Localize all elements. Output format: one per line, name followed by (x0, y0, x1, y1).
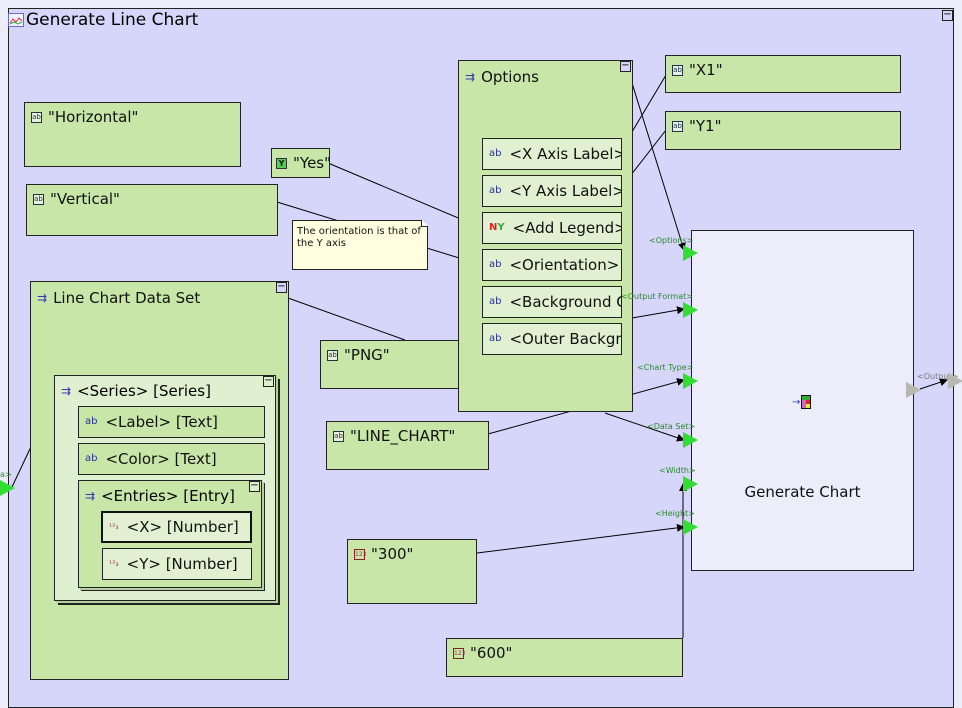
port-options[interactable] (683, 245, 698, 261)
note-text: The orientation is that of the Y axis (297, 226, 421, 249)
options-collapse-button[interactable]: − (620, 60, 631, 72)
constant-text-icon: ab (33, 193, 44, 205)
option-x-axis-label[interactable]: ab<X Axis Label> [ (482, 138, 622, 170)
port-output-format[interactable] (683, 302, 698, 318)
option-outer-background[interactable]: ab<Outer Backgrou (482, 323, 622, 355)
list-icon: ⇉ (37, 291, 48, 305)
series-title: <Series> [Series] (77, 382, 211, 400)
number-type-icon: ¹²₃ (109, 522, 119, 531)
constant-value: "LINE_CHART" (350, 427, 456, 445)
generate-chart-node[interactable]: → Generate Chart (691, 230, 914, 571)
list-icon: ⇉ (465, 70, 476, 84)
port-label-output: <Output> (917, 372, 959, 381)
constant-600[interactable]: 123 "600" (446, 638, 683, 677)
constant-y1[interactable]: ab "Y1" (665, 111, 901, 150)
text-type-icon: ab (85, 453, 98, 464)
constant-x1[interactable]: ab "X1" (665, 55, 901, 93)
constant-horizontal[interactable]: ab "Horizontal" (24, 102, 241, 167)
text-type-icon: ab (85, 416, 98, 427)
list-icon: ⇉ (61, 384, 72, 398)
port-width[interactable] (683, 476, 698, 492)
text-type-icon: ab (489, 259, 502, 270)
constant-vertical[interactable]: ab "Vertical" (26, 184, 278, 236)
text-type-icon: ab (489, 185, 502, 196)
chart-action-icon: → (792, 395, 812, 409)
port-output-target[interactable] (948, 373, 962, 389)
diagram-title: Generate Line Chart (8, 10, 198, 30)
constant-text-icon: ab (327, 349, 338, 361)
constant-value: "Yes" (293, 154, 332, 172)
line-chart-icon (8, 13, 24, 27)
constant-value: "PNG" (344, 346, 390, 364)
constant-text-icon: ab (31, 111, 42, 123)
text-type-icon: ab (489, 296, 502, 307)
option-orientation[interactable]: ab<Orientation> [Te (482, 249, 622, 281)
series-color-field[interactable]: ab<Color> [Text] (78, 443, 265, 475)
constant-value: "Y1" (689, 117, 722, 135)
number-type-icon: ¹²₃ (109, 559, 119, 568)
constant-300[interactable]: 123 "300" (347, 539, 477, 604)
entries-title: <Entries> [Entry] (101, 487, 235, 505)
number-icon: 123 (453, 647, 466, 659)
port-label-data-set: <Data Set> (647, 422, 696, 431)
number-icon: 123 (354, 548, 367, 560)
port-output-source[interactable] (906, 382, 921, 398)
port-label-width: <Width> (659, 466, 696, 475)
text-type-icon: ab (489, 333, 502, 344)
boolean-type-icon: NY (489, 222, 505, 233)
boolean-icon: Y (276, 157, 287, 169)
dataset-title: Line Chart Data Set (53, 289, 201, 307)
constant-text-icon: ab (672, 64, 683, 76)
entry-x-field[interactable]: ¹²₃<X> [Number] (101, 511, 252, 543)
port-chart-type[interactable] (683, 373, 698, 389)
generate-chart-label: Generate Chart (744, 483, 861, 501)
port-label-height: <Height> (655, 509, 695, 518)
entries-collapse-button[interactable]: − (249, 480, 260, 492)
port-label-options: <Options> (649, 236, 694, 245)
port-label-output-format: <Output Format> (621, 292, 693, 301)
constant-value: "Vertical" (50, 190, 120, 208)
port-data-set[interactable] (683, 432, 698, 448)
option-y-axis-label[interactable]: ab<Y Axis Label> [ (482, 175, 622, 207)
option-background-color[interactable]: ab<Background Co (482, 286, 622, 318)
dataset-collapse-button[interactable]: − (276, 281, 287, 293)
diagram-title-text: Generate Line Chart (26, 10, 199, 30)
constant-yes[interactable]: Y "Yes" (271, 148, 332, 178)
constant-value: "300" (371, 545, 414, 563)
port-label-input: a> (0, 470, 12, 479)
constant-value: "600" (470, 644, 513, 662)
constant-text-icon: ab (333, 430, 344, 442)
port-label-chart-type: <Chart Type> (637, 363, 694, 372)
text-type-icon: ab (489, 148, 502, 159)
entry-y-field[interactable]: ¹²₃<Y> [Number] (102, 548, 252, 580)
series-collapse-button[interactable]: − (263, 375, 274, 387)
constant-value: "X1" (689, 61, 723, 79)
constant-png[interactable]: ab "PNG" (320, 340, 470, 389)
canvas-collapse-button[interactable]: − (942, 9, 953, 21)
list-icon: ⇉ (85, 489, 96, 503)
constant-line-chart[interactable]: ab "LINE_CHART" (326, 421, 489, 470)
orientation-note: The orientation is that of the Y axis (292, 220, 428, 270)
option-add-legend[interactable]: NY<Add Legend> [ (482, 212, 622, 244)
options-title: Options (481, 68, 539, 86)
series-label-field[interactable]: ab<Label> [Text] (78, 406, 265, 438)
constant-value: "Horizontal" (48, 108, 139, 126)
port-height[interactable] (683, 519, 698, 535)
port-dataset-input[interactable] (0, 480, 15, 496)
constant-text-icon: ab (672, 120, 683, 132)
